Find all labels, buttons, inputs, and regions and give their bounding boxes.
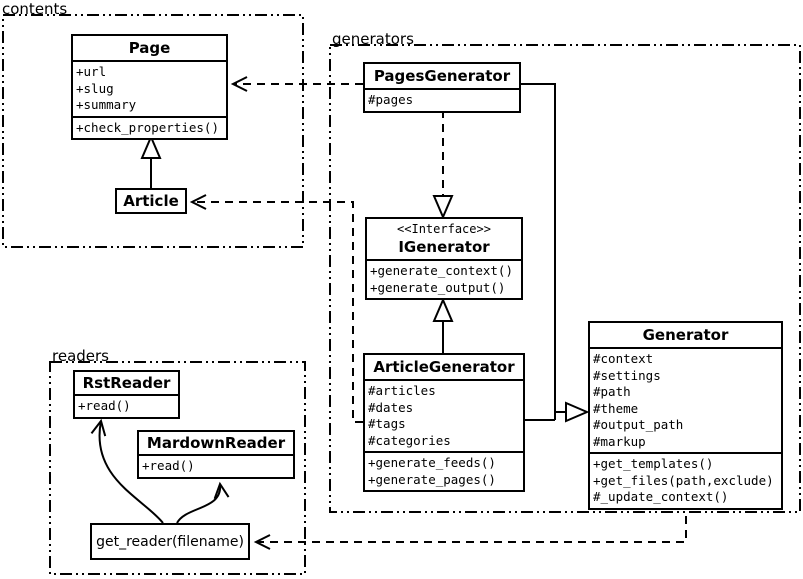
class-attributes-pagesgenerator: #pages <box>365 88 519 111</box>
class-box-articlegenerator: ArticleGenerator #articles #dates #tags … <box>363 353 525 492</box>
class-methods-page: +check_properties() <box>73 115 226 139</box>
package-generators-border <box>329 44 801 513</box>
class-box-article: Article <box>115 188 187 214</box>
dependency-arrow-articlegenerator-to-article <box>189 194 363 423</box>
arrow-getreader-to-rstreader <box>90 418 164 524</box>
class-box-page: Page +url +slug +summary +check_properti… <box>71 34 228 140</box>
class-attributes-page: +url +slug +summary <box>73 60 226 116</box>
class-name-page: Page <box>128 39 171 57</box>
inheritance-line-pagesgenerator-to-generator <box>521 83 556 420</box>
class-methods-rstreader: +read() <box>75 394 178 417</box>
class-name-mardownreader: MardownReader <box>146 434 286 452</box>
class-box-pagesgenerator: PagesGenerator #pages <box>363 62 521 113</box>
class-box-generator: Generator #context #settings #path #them… <box>588 321 783 510</box>
class-name-pagesgenerator: PagesGenerator <box>373 67 511 85</box>
class-attributes-articlegenerator: #articles #dates #tags #categories <box>365 379 523 451</box>
class-name-igenerator: IGenerator <box>398 238 490 256</box>
class-methods-generator: +get_templates() +get_files(path,exclude… <box>590 452 781 508</box>
class-methods-igenerator: +generate_context() +generate_output() <box>367 259 521 298</box>
class-box-igenerator: <<Interface>> IGenerator +generate_conte… <box>365 217 523 300</box>
dependency-arrow-generator-to-getreader <box>253 502 687 550</box>
class-attributes-generator: #context #settings #path #theme #output_… <box>590 347 781 452</box>
function-box-getreader: get_reader(filename) <box>90 523 250 560</box>
class-box-rstreader: RstReader +read() <box>73 370 180 419</box>
class-name-articlegenerator: ArticleGenerator <box>373 358 515 376</box>
class-methods-mardownreader: +read() <box>139 454 293 477</box>
class-box-mardownreader: MardownReader +read() <box>137 430 295 479</box>
package-label-contents: contents <box>2 0 68 18</box>
class-name-rstreader: RstReader <box>82 374 171 392</box>
class-methods-articlegenerator: +generate_feeds() +generate_pages() <box>365 451 523 490</box>
class-name-article: Article <box>123 192 179 210</box>
package-readers-border <box>49 361 306 575</box>
inheritance-arrowhead-into-generator <box>554 401 590 423</box>
arrow-getreader-to-mardownreader <box>176 481 230 524</box>
package-label-readers: readers <box>52 347 109 365</box>
class-name-generator: Generator <box>642 326 729 344</box>
package-contents-border <box>2 14 304 248</box>
function-label-getreader: get_reader(filename) <box>96 533 244 550</box>
class-stereotype-igenerator: <<Interface>> <box>397 222 491 236</box>
package-label-generators: generators <box>332 30 414 48</box>
